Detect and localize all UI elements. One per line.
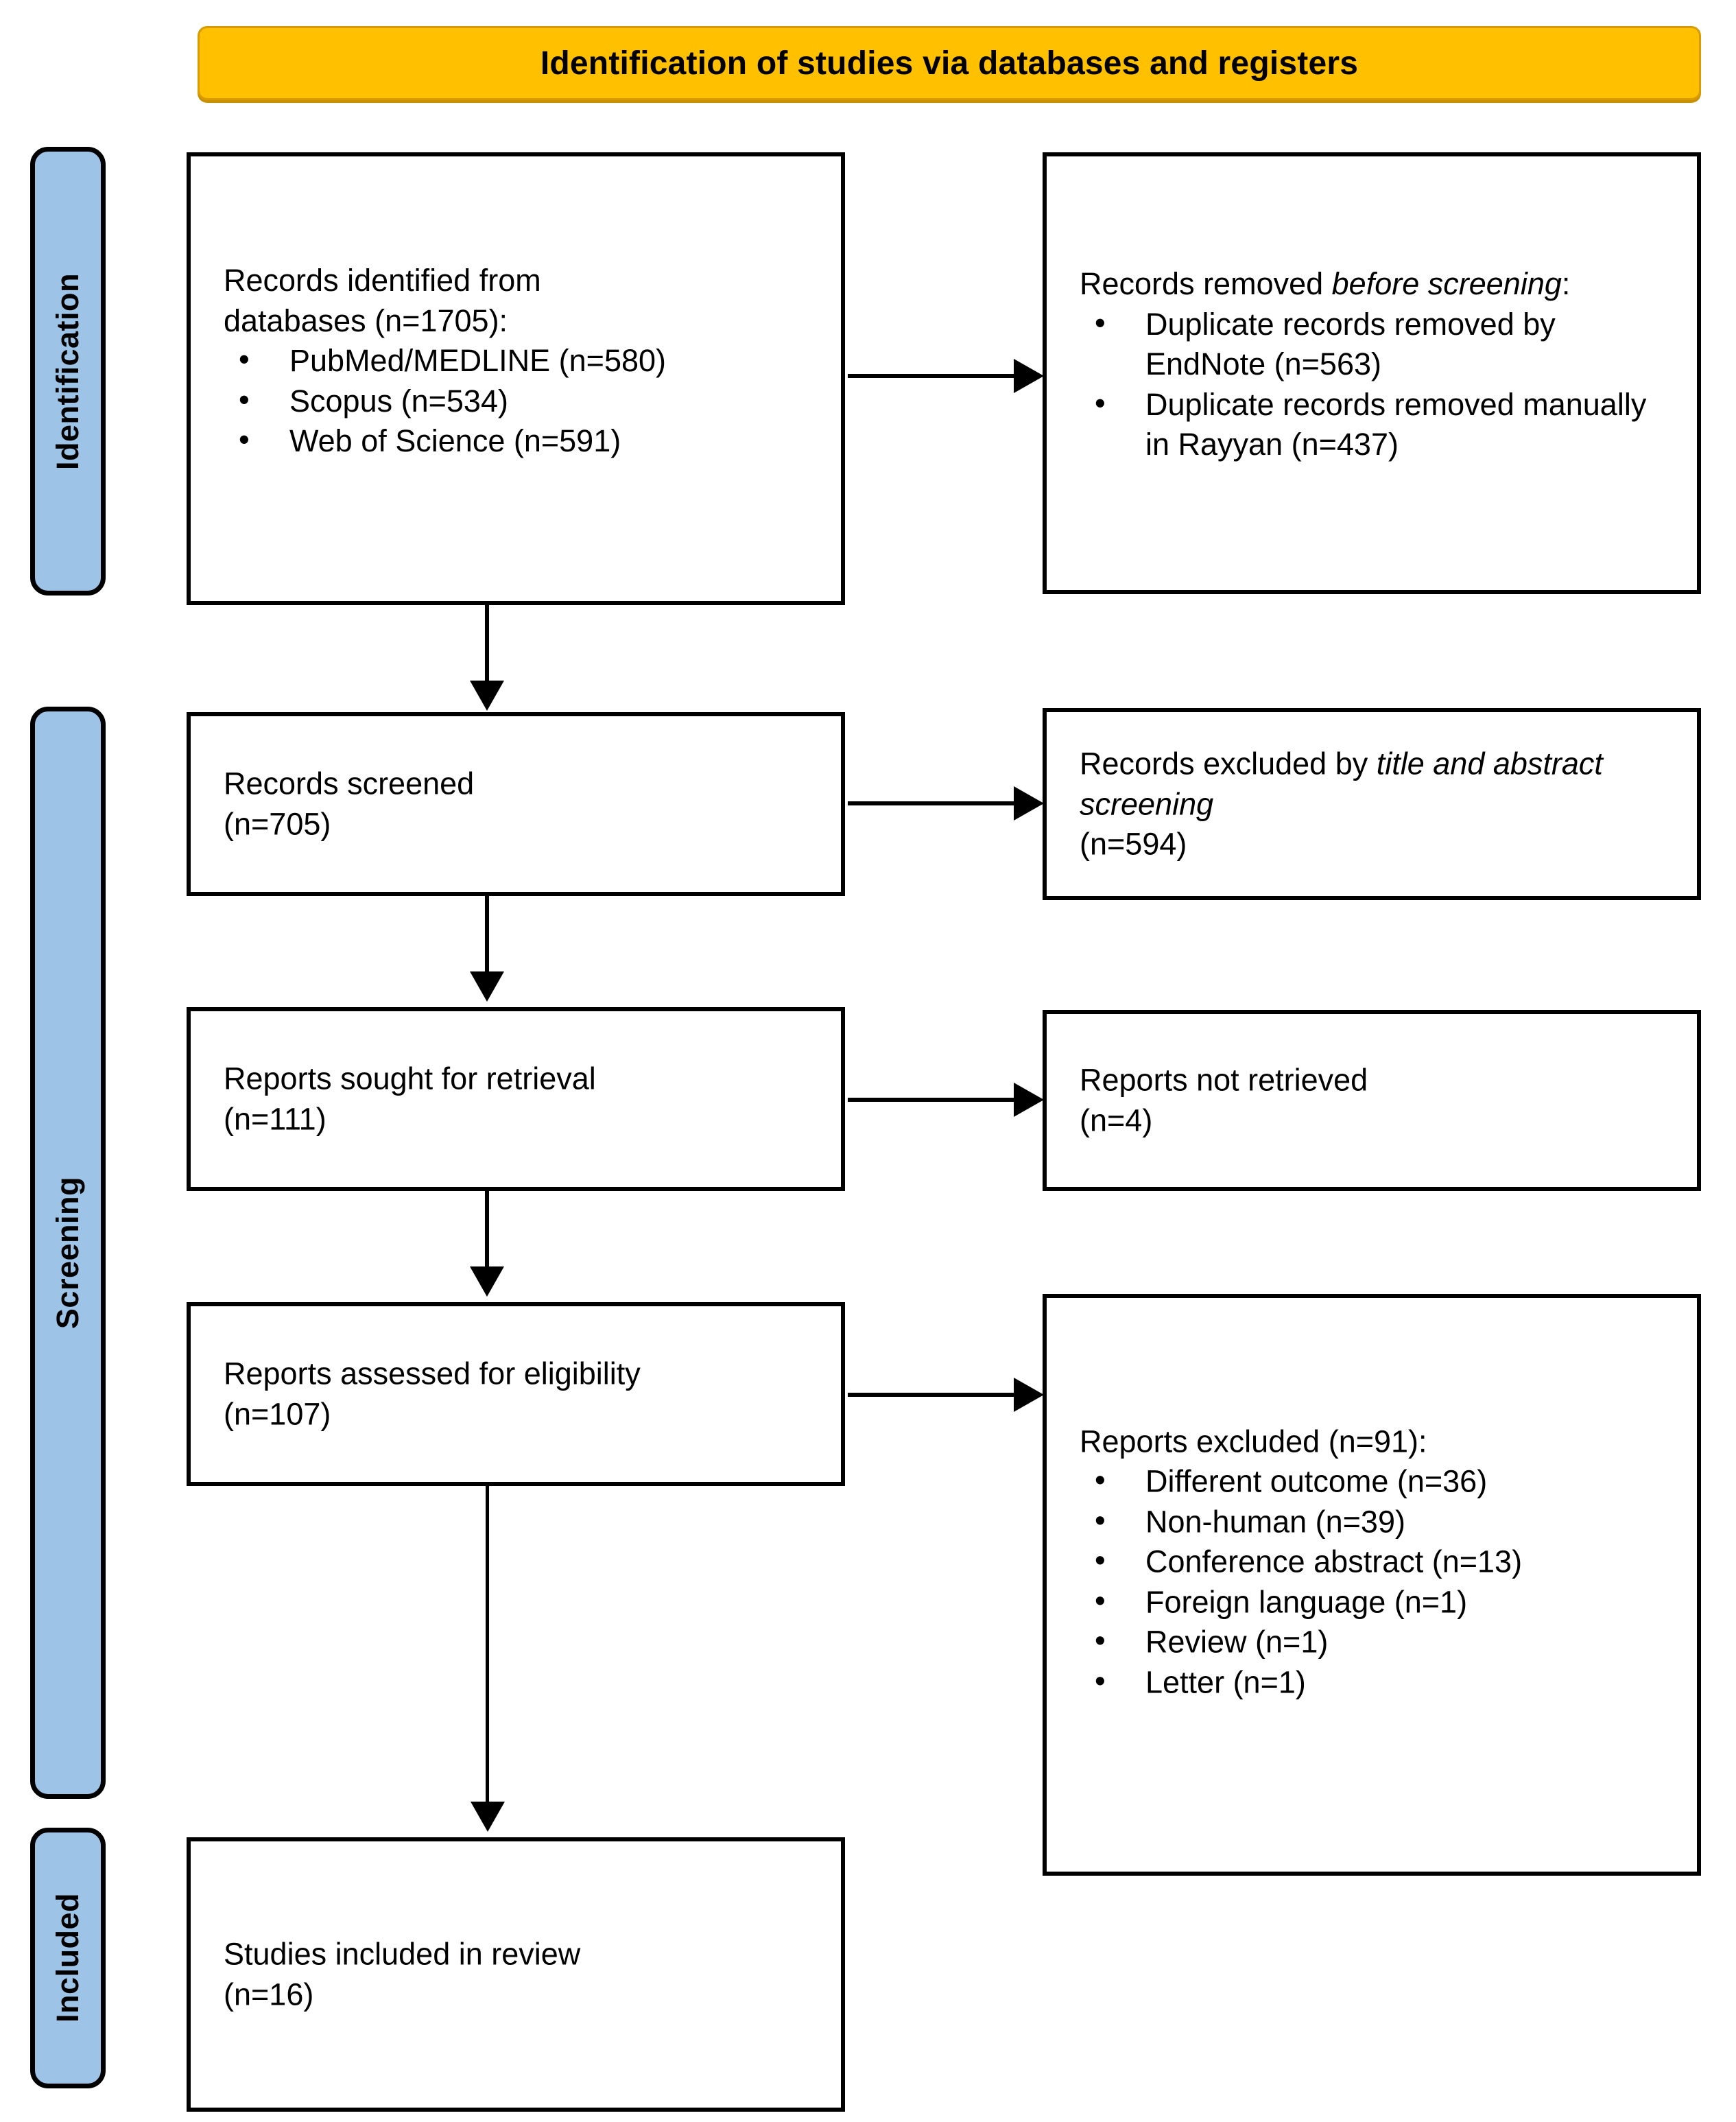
list-item: PubMed/MEDLINE (n=580) (224, 340, 816, 381)
stage-tab-included: Included (30, 1828, 106, 2088)
flow-box-records-excluded-title-abstract: Records excluded by title and abstract s… (1043, 708, 1701, 900)
connector-identified-to-screened (485, 605, 489, 682)
arrow-down-icon (470, 681, 504, 711)
records-screened-count: (n=705) (224, 806, 331, 841)
studies-included-label: Studies included in review (224, 1936, 581, 1972)
stage-label-screening: Screening (50, 1176, 85, 1330)
records-removed-heading-tail: : (1561, 266, 1571, 302)
stage-tab-identification: Identification (30, 147, 106, 596)
records-identified-source-list: PubMed/MEDLINE (n=580) Scopus (n=534) We… (224, 340, 816, 462)
connector-screened-to-sought (485, 896, 489, 973)
records-removed-heading-lead: Records removed (1080, 266, 1332, 302)
reports-excluded-heading: Reports excluded (n=91): (1080, 1423, 1427, 1459)
page-title: Identification of studies via databases … (540, 45, 1359, 82)
list-item: Different outcome (n=36) (1080, 1460, 1672, 1502)
list-item: Web of Science (n=591) (224, 420, 816, 462)
records-identified-heading-line1: Records identified from (224, 262, 541, 298)
connector-assessed-to-included (486, 1486, 489, 1804)
connector-screened-to-excluded-title-abstract (848, 801, 1018, 805)
stage-tab-screening: Screening (30, 707, 106, 1799)
connector-sought-to-assessed (485, 1191, 489, 1268)
records-excluded-ta-lead: Records excluded by (1080, 746, 1377, 781)
reports-sought-label: Reports sought for retrieval (224, 1061, 596, 1096)
flow-box-reports-assessed-for-eligibility: Reports assessed for eligibility (n=107) (187, 1302, 845, 1486)
records-removed-heading: Records removed before screening: (1080, 264, 1672, 305)
records-removed-heading-italic: before screening (1331, 266, 1562, 302)
flow-box-records-screened: Records screened (n=705) (187, 712, 845, 896)
list-item: Review (n=1) (1080, 1620, 1672, 1662)
arrow-right-icon (1014, 1083, 1044, 1117)
records-excluded-ta-label: Records excluded by title and abstract s… (1080, 744, 1672, 824)
reports-assessed-label: Reports assessed for eligibility (224, 1356, 641, 1391)
list-item: Non-human (n=39) (1080, 1500, 1672, 1542)
list-item: Duplicate records removed manually in Ra… (1080, 384, 1672, 465)
arrow-right-icon (1014, 1378, 1044, 1412)
flow-box-records-removed-before-screening: Records removed before screening: Duplic… (1043, 152, 1701, 594)
list-item: Conference abstract (n=13) (1080, 1540, 1672, 1582)
reports-sought-count: (n=111) (224, 1101, 326, 1136)
studies-included-count: (n=16) (224, 1977, 314, 2012)
arrow-down-icon (470, 1266, 504, 1297)
flow-box-reports-sought-for-retrieval: Reports sought for retrieval (n=111) (187, 1007, 845, 1191)
flow-box-reports-excluded: Reports excluded (n=91): Different outco… (1043, 1294, 1701, 1876)
records-excluded-ta-count: (n=594) (1080, 826, 1187, 862)
connector-identified-to-removed (848, 374, 1018, 378)
reports-assessed-count: (n=107) (224, 1396, 331, 1431)
records-excluded-ta-italic: title and abstract screening (1080, 746, 1603, 821)
records-screened-label: Records screened (224, 766, 475, 801)
arrow-down-icon (470, 971, 504, 1002)
arrow-right-icon (1014, 359, 1044, 393)
reports-not-retrieved-count: (n=4) (1080, 1103, 1153, 1137)
connector-assessed-to-reports-excluded (848, 1393, 1018, 1397)
list-item: Duplicate records removed by EndNote (n=… (1080, 303, 1672, 385)
flow-box-reports-not-retrieved: Reports not retrieved (n=4) (1043, 1010, 1701, 1191)
arrow-right-icon (1014, 786, 1044, 821)
stage-label-included: Included (50, 1893, 85, 2023)
reports-excluded-reason-list: Different outcome (n=36) Non-human (n=39… (1080, 1460, 1672, 1703)
flow-box-studies-included-in-review: Studies included in review (n=16) (187, 1837, 845, 2112)
arrow-down-icon (471, 1802, 505, 1832)
records-removed-reason-list: Duplicate records removed by EndNote (n=… (1080, 303, 1672, 465)
connector-sought-to-not-retrieved (848, 1098, 1018, 1102)
diagram-header-banner: Identification of studies via databases … (198, 26, 1701, 100)
records-identified-heading-line2: databases (n=1705): (224, 303, 508, 338)
list-item: Letter (n=1) (1080, 1661, 1672, 1703)
reports-not-retrieved-label: Reports not retrieved (1080, 1062, 1368, 1098)
list-item: Foreign language (n=1) (1080, 1581, 1672, 1623)
flow-box-records-identified: Records identified from databases (n=170… (187, 152, 845, 605)
stage-label-identification: Identification (50, 272, 85, 470)
list-item: Scopus (n=534) (224, 379, 816, 421)
